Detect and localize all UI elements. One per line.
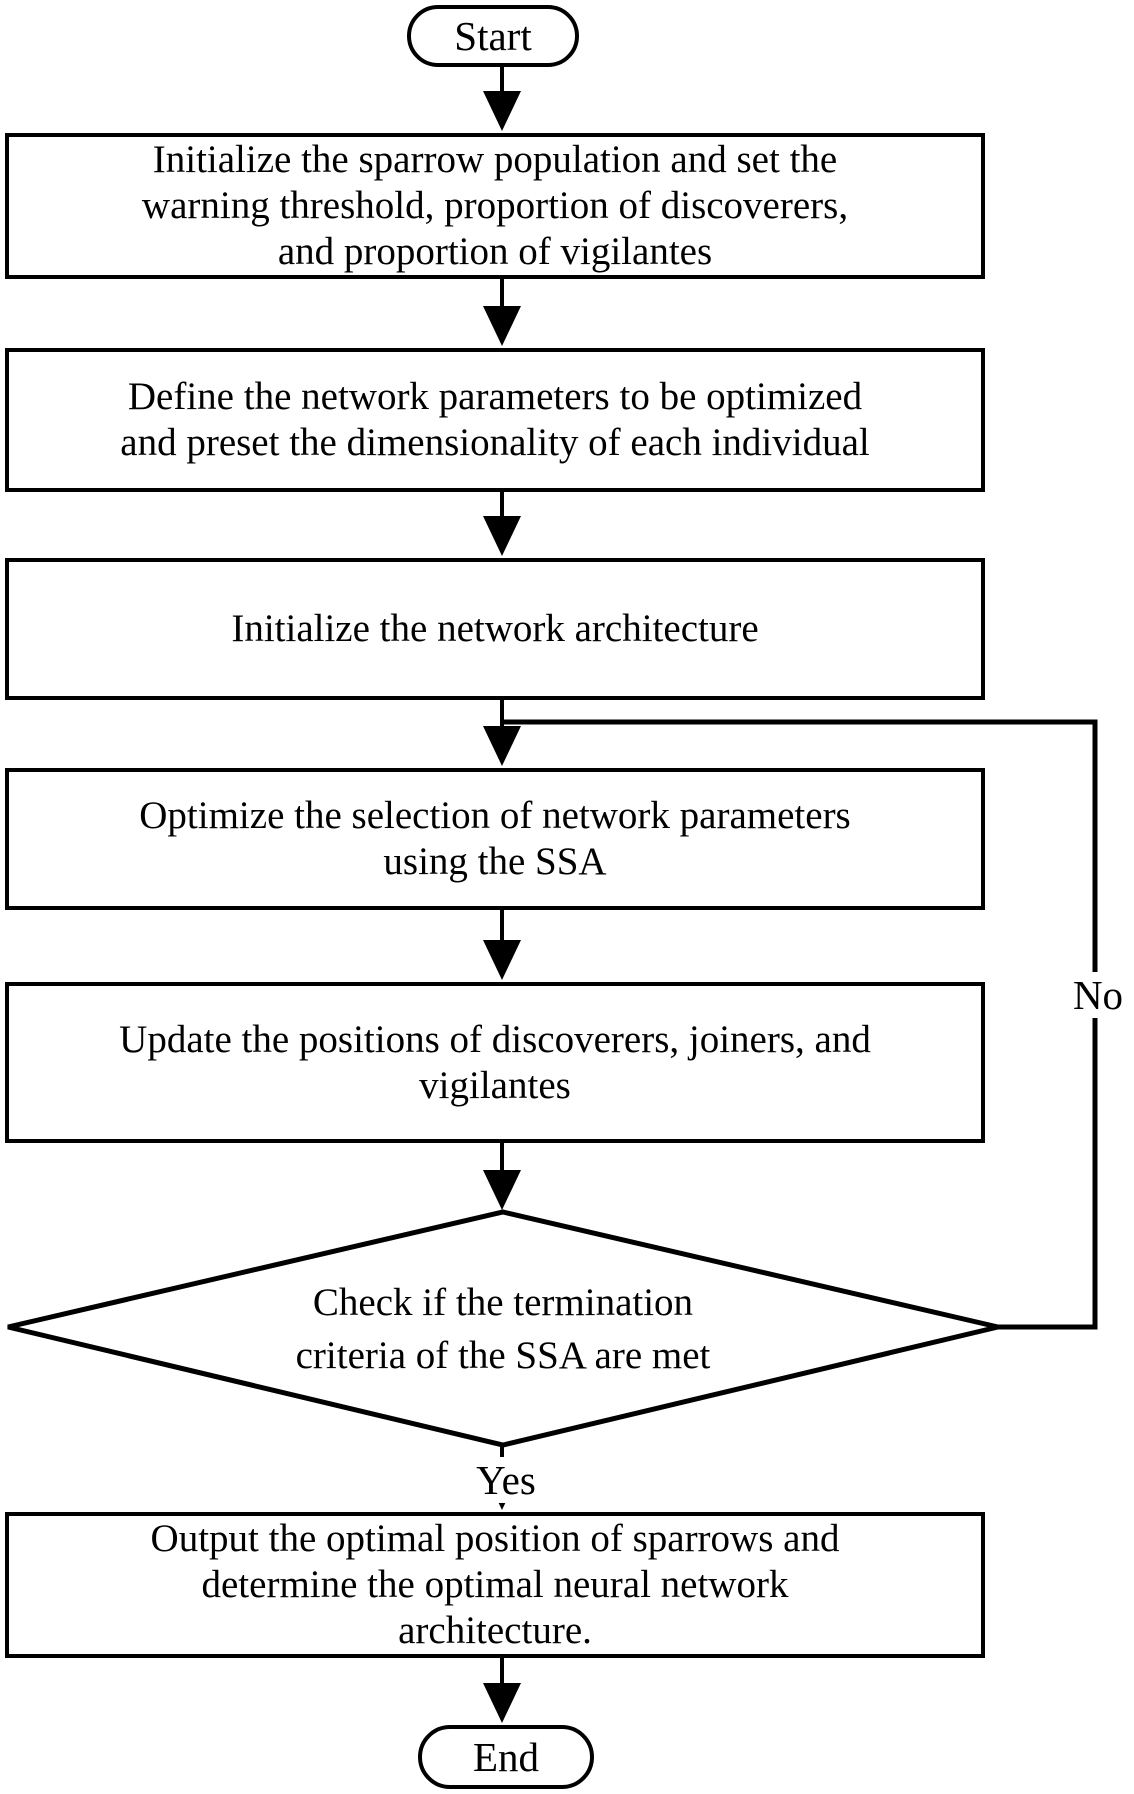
label-no: No (1056, 972, 1134, 1018)
process-initialize-network: Initialize the network architecture (5, 558, 985, 700)
arrow-down-icon (483, 91, 521, 131)
no-feedback-line (504, 719, 1098, 1330)
arrow-down-icon (483, 1683, 521, 1723)
process-update-positions: Update the positions of discoverers, joi… (5, 982, 985, 1143)
label-yes: Yes (442, 1457, 570, 1503)
arrow-down-icon (483, 516, 521, 556)
process-initialize-population: Initialize the sparrow population and se… (5, 133, 985, 279)
arrow-down-icon (483, 726, 521, 766)
process-define-parameters: Define the network parameters to be opti… (5, 348, 985, 492)
arrow-down-icon (483, 306, 521, 346)
end-terminator: End (418, 1725, 594, 1789)
process-output-result: Output the optimal position of sparrows … (5, 1512, 985, 1658)
arrow-down-icon (483, 1170, 521, 1210)
decision-termination-text: Check if the termination criteria of the… (295, 1281, 711, 1377)
process-optimize-selection: Optimize the selection of network parame… (5, 768, 985, 910)
arrow-down-icon (483, 940, 521, 980)
start-terminator: Start (407, 5, 579, 67)
